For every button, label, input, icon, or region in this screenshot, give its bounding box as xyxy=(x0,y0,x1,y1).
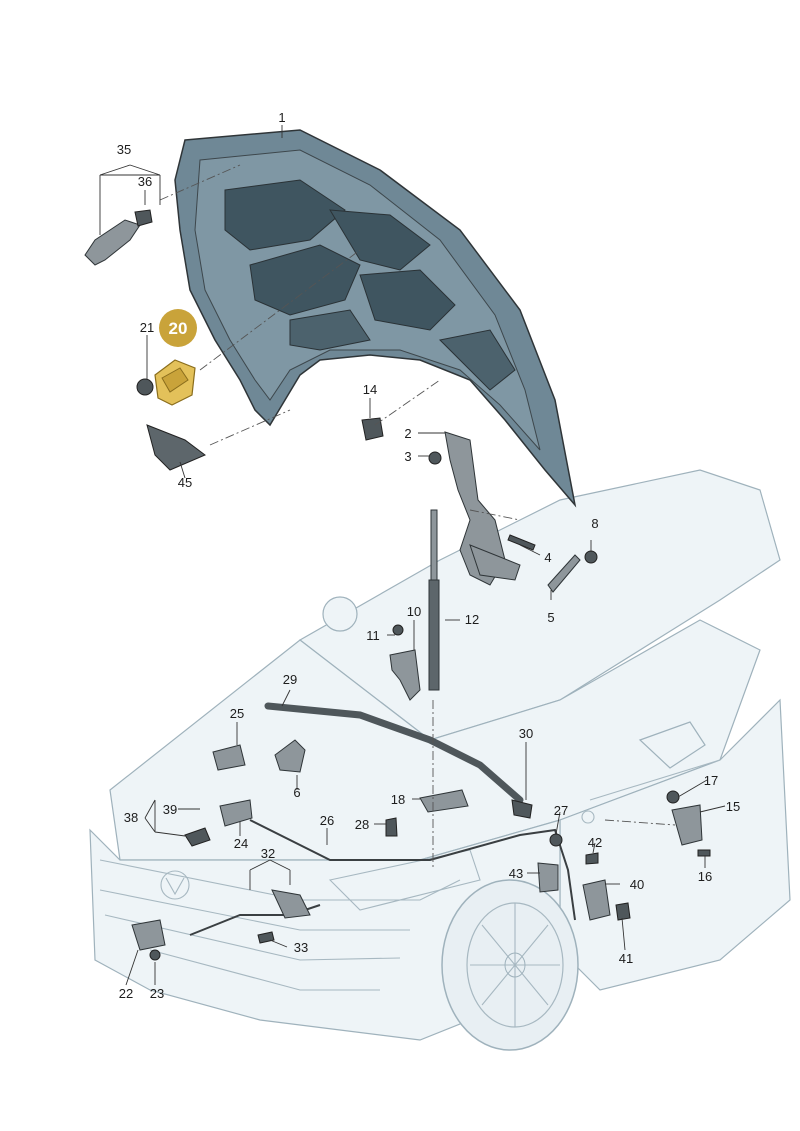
callout-1: 1 xyxy=(278,110,285,125)
assembly-lines xyxy=(159,164,676,870)
callout-39: 39 xyxy=(163,802,177,817)
hood-panel xyxy=(174,129,577,508)
callout-10: 10 xyxy=(407,604,421,619)
callout-25: 25 xyxy=(230,706,244,721)
callout-38: 38 xyxy=(124,810,138,825)
callout-18: 18 xyxy=(391,792,405,807)
callout-28: 28 xyxy=(355,817,369,832)
callout-12: 12 xyxy=(465,612,479,627)
leader-lines xyxy=(99,125,726,986)
callout-labels: 1 2 3 4 5 6 8 10 11 12 14 15 16 17 18 21… xyxy=(117,110,740,1001)
highlight-badge[interactable] xyxy=(159,309,197,347)
callout-35: 35 xyxy=(117,142,131,157)
callout-11: 11 xyxy=(366,628,380,643)
callout-29: 29 xyxy=(283,672,297,687)
callout-3: 3 xyxy=(404,449,411,464)
callout-43: 43 xyxy=(509,866,523,881)
callout-6: 6 xyxy=(293,785,300,800)
callout-42: 42 xyxy=(588,835,602,850)
callout-41: 41 xyxy=(619,951,633,966)
callout-17: 17 xyxy=(704,773,718,788)
callout-21: 21 xyxy=(140,320,154,335)
callout-4: 4 xyxy=(544,550,551,565)
callout-20: 20 xyxy=(169,319,188,338)
callout-24: 24 xyxy=(234,836,248,851)
callout-26: 26 xyxy=(320,813,334,828)
callout-2: 2 xyxy=(404,426,411,441)
callout-33: 33 xyxy=(294,940,308,955)
callout-23: 23 xyxy=(150,986,164,1001)
callout-27: 27 xyxy=(554,803,568,818)
car-body xyxy=(89,469,791,1051)
callout-45: 45 xyxy=(178,475,192,490)
callout-16: 16 xyxy=(698,869,712,884)
callout-40: 40 xyxy=(630,877,644,892)
callout-14: 14 xyxy=(363,382,377,397)
callout-30: 30 xyxy=(519,726,533,741)
callout-15: 15 xyxy=(726,799,740,814)
callout-8: 8 xyxy=(591,516,598,531)
callout-36: 36 xyxy=(138,174,152,189)
callout-5: 5 xyxy=(547,610,554,625)
callout-32: 32 xyxy=(261,846,275,861)
callout-22: 22 xyxy=(119,986,133,1001)
parts xyxy=(84,209,711,961)
